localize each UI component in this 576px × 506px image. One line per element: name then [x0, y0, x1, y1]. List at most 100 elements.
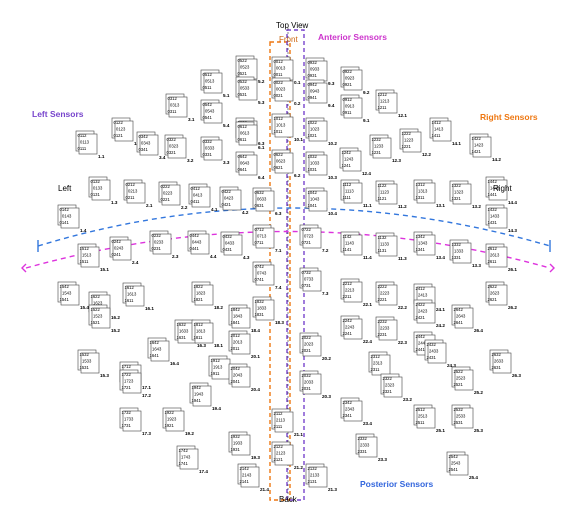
sensor-box-offset — [126, 182, 146, 204]
sensor-id-text: 2432 — [427, 342, 437, 347]
sensor-id-text: 0622 — [274, 152, 284, 157]
sensor-id-text: 2633 — [494, 359, 504, 364]
sensor-id-text: 1423 — [474, 143, 484, 148]
sensor-id-text: 2221 — [378, 297, 388, 302]
sensor-id-text: 0632 — [255, 190, 265, 195]
sensor-id-text: 0132 — [91, 179, 101, 184]
sensor-id-text: 1341 — [416, 247, 426, 252]
sensor-id-text: 0342 — [139, 134, 149, 139]
right-label: Right — [493, 184, 512, 193]
sensor-id-text: 1013 — [276, 123, 286, 128]
sensor-box-offset — [416, 182, 436, 204]
sensor-box-offset — [194, 322, 214, 344]
sensor-id-text: 1632 — [177, 322, 187, 327]
sensor-id-text: 1842 — [231, 307, 241, 312]
sensor-id-text: 1412 — [432, 120, 442, 125]
sensor-id-text: 2422 — [416, 302, 426, 307]
sensor-id-text: 0022 — [274, 80, 284, 85]
sensor-id-text: 0911 — [343, 110, 353, 115]
sensor-id-text: 1023 — [310, 127, 320, 132]
sensor-box-offset — [492, 352, 512, 374]
sensor-id-text: 1932 — [231, 434, 241, 439]
sensor-id-text: 1032 — [308, 154, 318, 159]
sensor-position-label: 22.2 — [398, 305, 407, 310]
sensor-position-label: 14.4 — [508, 200, 517, 205]
sensor-position-label: 5.2 — [258, 79, 265, 84]
sensor-id-text: 1242 — [342, 150, 352, 155]
sensor-id-text: 1812 — [194, 322, 204, 327]
sensor-position-label: 19.2 — [185, 431, 194, 436]
sensor-id-text: 1742 — [179, 448, 189, 453]
sensor-id-text: 0311 — [168, 109, 178, 114]
sensor-id-text: 1022 — [308, 120, 318, 125]
sensor-position-label: 11.4 — [363, 255, 372, 260]
sensor-id-text: 0011 — [274, 72, 284, 77]
sensor-box-offset — [231, 366, 251, 388]
sensor-id-text: 1931 — [231, 447, 241, 452]
sensor-box-offset — [240, 466, 260, 488]
sensor-id-text: 0233 — [154, 240, 164, 245]
sensor-id-text: 0533 — [240, 86, 250, 91]
sensor-id-text: 0642 — [238, 154, 248, 159]
sensor-id-text: 0442 — [190, 233, 200, 238]
sensor-id-text: 1942 — [192, 385, 202, 390]
sensor-id-text: 0413 — [193, 193, 203, 198]
sensor-box-offset — [308, 82, 328, 104]
sensor-id-text: 0423 — [224, 196, 234, 201]
sensor-id-text: 0722 — [302, 227, 312, 232]
sensor-position-label: 12.1 — [398, 113, 407, 118]
sensor-position-label: 16.2 — [111, 315, 120, 320]
sensor-box-offset — [161, 184, 181, 206]
sensor-box-offset — [274, 116, 294, 138]
sensor-id-text: 2112 — [274, 411, 284, 416]
sensor-id-text: 0131 — [91, 192, 101, 197]
sensor-id-text: 1513 — [82, 253, 92, 258]
sensor-id-text: 2311 — [371, 367, 381, 372]
sensor-id-text: 1312 — [416, 182, 426, 187]
sensor-position-label: 6.3 — [258, 141, 265, 146]
sensor-id-text: 0142 — [60, 207, 70, 212]
sensor-id-text: 2313 — [373, 361, 383, 366]
sensor-box-offset — [454, 369, 474, 391]
sensor-position-label: 25.1 — [436, 428, 445, 433]
sensor-position-label: 10.3 — [328, 175, 337, 180]
sensor-id-text: 0343 — [141, 141, 151, 146]
sensor-position-label: 12.4 — [362, 171, 371, 176]
sensor-position-label: 2.3 — [172, 254, 179, 259]
sensor-position-label: 6.1 — [258, 145, 265, 150]
sensor-id-text: 1443 — [490, 186, 500, 191]
sensor-id-text: 2231 — [378, 332, 388, 337]
sensor-box-offset — [378, 284, 398, 306]
sensor-box-offset — [190, 233, 210, 255]
sensor-id-text: 2013 — [233, 340, 243, 345]
sensor-id-text: 0231 — [152, 246, 162, 251]
sensor-position-label: 3.1 — [188, 117, 195, 122]
sensor-id-text: 1512 — [80, 246, 90, 251]
sensor-id-text: 2021 — [302, 348, 312, 353]
sensor-id-text: 1313 — [418, 189, 428, 194]
sensor-id-text: 2611 — [488, 259, 498, 264]
sensor-id-text: 1342 — [416, 234, 426, 239]
sensor-box-offset — [112, 239, 132, 261]
sensor-position-label: 3.3 — [223, 160, 230, 165]
sensor-box-offset — [238, 79, 258, 101]
sensor-id-text: 2533 — [456, 414, 466, 419]
sensor-box-offset — [454, 307, 474, 329]
sensor-box-offset — [255, 190, 275, 212]
sensor-box-offset — [383, 376, 403, 398]
sensor-id-text: 2312 — [371, 354, 381, 359]
